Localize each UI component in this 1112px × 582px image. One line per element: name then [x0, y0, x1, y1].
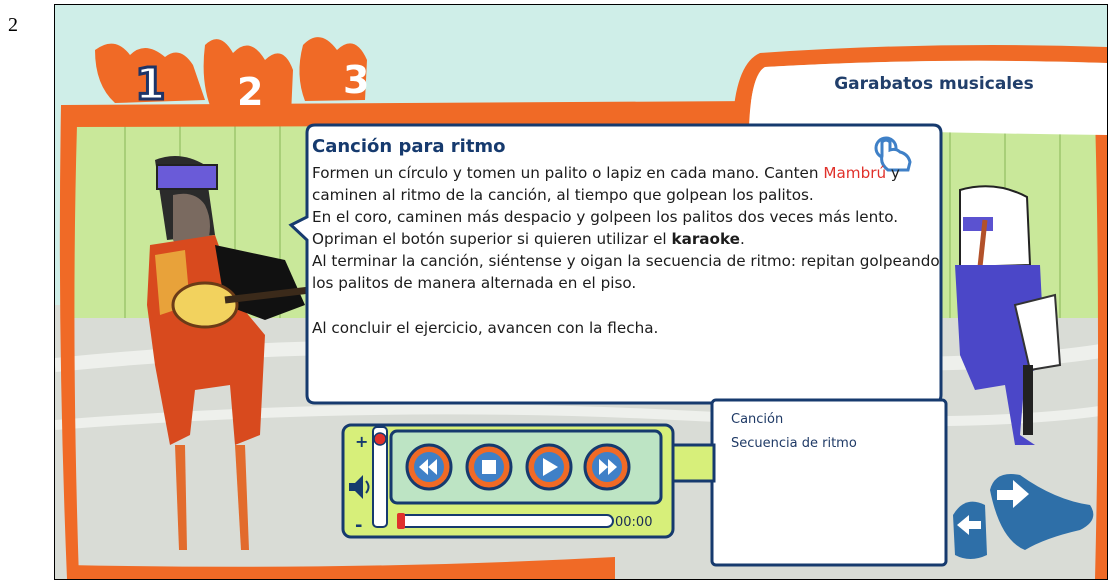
paragraph-chorus: En el coro, caminen más despacio y golpe…: [312, 208, 899, 227]
playlist-item-secuencia[interactable]: Secuencia de ritmo: [731, 436, 857, 451]
speaker-icon: [349, 475, 370, 499]
volume-minus-label: -: [355, 515, 362, 536]
activity-screen: Garabatos musicales 1 2 3 Canción para r…: [54, 4, 1108, 580]
playlist-item-cancion[interactable]: Canción: [731, 412, 784, 427]
stop-button[interactable]: [465, 443, 513, 491]
paragraph-song: Formen un círculo y tomen un palito o la…: [312, 162, 944, 206]
rewind-icon: [419, 459, 437, 475]
text-segment: Opriman el botón superior si quieren uti…: [312, 230, 672, 249]
volume-plus-label: +: [355, 432, 368, 451]
playback-time: 00:00: [615, 515, 653, 530]
step-2-button[interactable]: 2: [237, 70, 263, 114]
arrow-forward-icon: [997, 480, 1029, 508]
volume-slider[interactable]: [372, 426, 388, 528]
step-1-button[interactable]: 1: [134, 58, 168, 112]
fast-forward-icon: [599, 459, 617, 475]
karaoke-keyword: karaoke: [671, 230, 740, 249]
scene-background: [55, 37, 1107, 579]
paragraph-rhythm: Al terminar la canción, siéntense y oiga…: [312, 252, 940, 293]
audio-player: + -: [341, 423, 675, 539]
step-navigation: 1 2 3: [134, 58, 370, 115]
flutist-illustration: [955, 185, 1062, 445]
forward-arrow-button[interactable]: [985, 460, 1100, 565]
progress-handle[interactable]: [397, 513, 405, 529]
step-hands: [95, 37, 367, 115]
progress-bar[interactable]: [398, 514, 614, 528]
volume-slider-handle[interactable]: [373, 432, 387, 446]
rewind-button[interactable]: [405, 443, 453, 491]
dialog-title: Canción para ritmo: [312, 136, 506, 157]
back-arrow-button[interactable]: [945, 485, 990, 565]
dialog-body: Formen un círculo y tomen un palito o la…: [312, 162, 944, 339]
stop-icon: [482, 460, 496, 474]
text-segment: y caminen al ritmo de la canción, al tie…: [312, 164, 900, 205]
text-segment: Formen un círculo y tomen un palito o la…: [312, 164, 824, 182]
touch-hand-icon[interactable]: [868, 134, 918, 172]
step-3-button[interactable]: 3: [343, 58, 369, 102]
paragraph-karaoke: Opriman el botón superior si quieren uti…: [312, 228, 944, 250]
play-button[interactable]: [525, 443, 573, 491]
arrow-back-icon: [957, 515, 981, 535]
page-title: Garabatos musicales: [834, 74, 1034, 94]
fast-forward-button[interactable]: [583, 443, 631, 491]
play-icon: [543, 458, 558, 476]
guitarist-illustration: [147, 156, 311, 550]
page-number: 2: [8, 14, 18, 36]
song-name-highlight: Mambrú: [823, 164, 887, 182]
paragraph-conclusion: Al concluir el ejercicio, avancen con la…: [312, 318, 659, 337]
text-segment: .: [739, 230, 745, 249]
